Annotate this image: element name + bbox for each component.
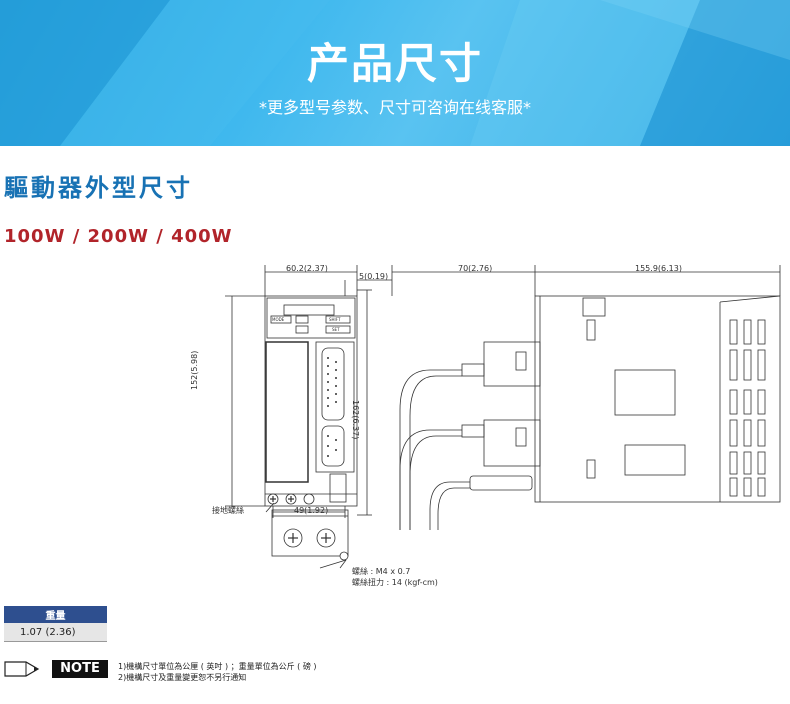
dim-width-front: 60.2(2.37) (286, 264, 328, 273)
dim-height-total: 162(6.37) (351, 400, 360, 440)
screw-torque: 螺絲扭力 : 14 (kgf-cm) (352, 578, 438, 587)
label-ground-screw: 接地螺絲 (212, 506, 244, 515)
section-title: 驅動器外型尺寸 (4, 174, 193, 202)
weight-table: 重量 1.07 (2.36) (4, 606, 107, 642)
note-line-1: 1)機構尺寸單位為公厘 ( 英吋 ) ；重量單位為公斤 ( 磅 ) (118, 662, 317, 671)
weight-header: 重量 (4, 606, 107, 623)
note-text: 1)機構尺寸單位為公厘 ( 英吋 ) ；重量單位為公斤 ( 磅 ) 2)機構尺寸… (118, 661, 317, 683)
dim-total-depth: 155.9(6.13) (635, 264, 682, 273)
weight-value: 1.07 (2.36) (4, 623, 107, 642)
banner-background (0, 0, 790, 146)
note-label: NOTE (60, 661, 100, 676)
dim-height-body: 152(5.98) (190, 350, 199, 390)
dim-depth-side: 70(2.76) (458, 264, 493, 273)
power-ratings: 100W / 200W / 400W (4, 226, 233, 247)
banner-subtitle: *更多型号参数、尺寸可咨询在线客服* (258, 98, 531, 117)
note-line-2: 2)機構尺寸及重量變更恕不另行通知 (118, 673, 247, 682)
dim-mount-spacing: 49(1.92) (294, 506, 329, 515)
screw-spec: 螺絲 : M4 x 0.7 (352, 567, 411, 576)
note-badge: NOTE (4, 658, 110, 684)
banner-title: 产品尺寸 (306, 39, 483, 88)
panel-button-shift: SHIFT (329, 317, 341, 322)
panel-button-set: SET (332, 327, 340, 332)
header-banner: 产品尺寸 *更多型号参数、尺寸可咨询在线客服* (0, 0, 790, 146)
dim-bezel: 5(0.19) (359, 272, 389, 281)
pencil-icon (4, 660, 108, 678)
panel-button-mode: MODE (272, 317, 285, 322)
dimension-drawing (225, 265, 781, 569)
